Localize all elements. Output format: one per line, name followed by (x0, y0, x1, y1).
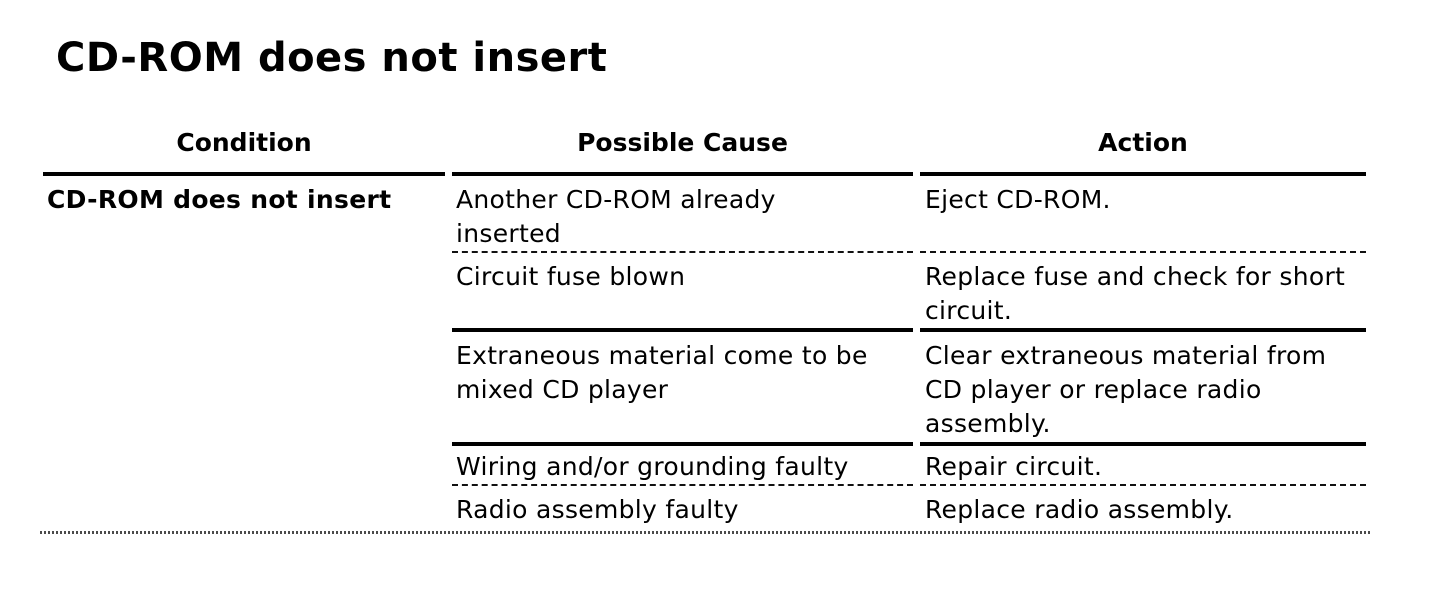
cause-cell-row-5: Radio assembly faulty (456, 495, 739, 524)
column-header-possible-cause: Possible Cause (452, 120, 913, 176)
troubleshooting-table: Condition Possible Cause Action CD-ROM d… (43, 120, 1366, 531)
action-cell-row-1: Eject CD-ROM. (920, 176, 1366, 253)
page-title: CD-ROM does not insert (56, 35, 608, 81)
action-cell-row-5: Replace radio assembly. (925, 495, 1234, 524)
action-cell-row-3: Clear extraneous material from CD player… (920, 332, 1366, 446)
action-cell-row-4: Repair circuit. (920, 446, 1366, 486)
cause-cell-row-3: Extraneous material come to be mixed CD … (452, 332, 913, 446)
cause-cell-row-4: Wiring and/or grounding faulty (452, 446, 913, 486)
condition-cell: CD-ROM does not insert (47, 185, 392, 214)
action-cell-row-2: Replace fuse and check for short circuit… (920, 253, 1366, 332)
table-bottom-rule (40, 531, 1370, 534)
column-header-action: Action (920, 120, 1366, 176)
cause-cell-row-1: Another CD-ROM already inserted (452, 176, 913, 253)
column-header-condition: Condition (43, 120, 445, 176)
cause-cell-row-2: Circuit fuse blown (452, 253, 913, 332)
